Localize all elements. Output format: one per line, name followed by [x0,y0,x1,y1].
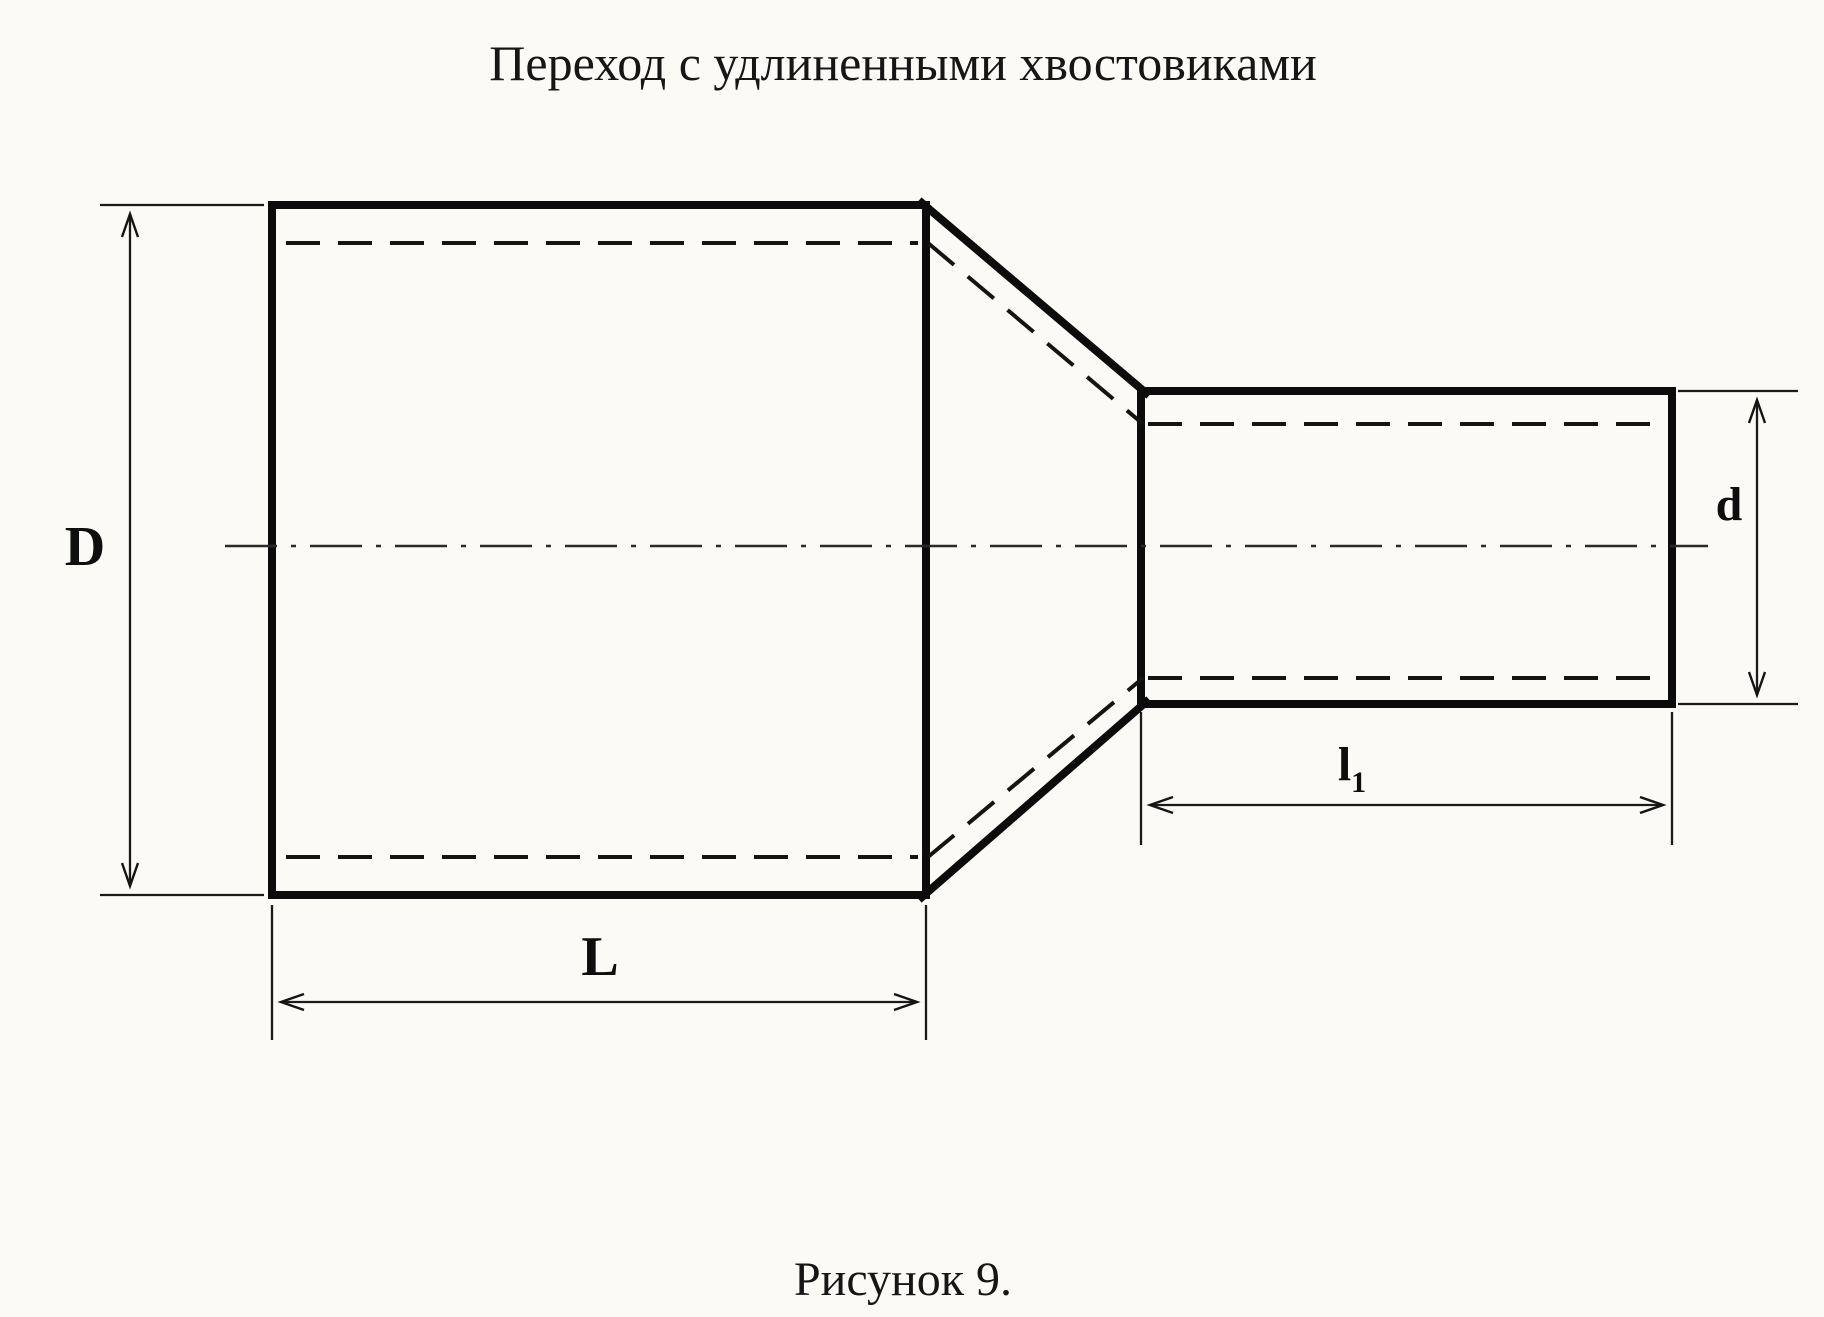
dim-l1-label: l1 [1338,738,1366,799]
hidden-line-cone-bottom [926,676,1145,859]
dim-l1-label-base: l [1338,738,1351,791]
reducer-outline [268,197,1676,903]
dimension-d: d [1678,389,1798,706]
dim-d-label: d [1716,478,1743,531]
cone-top-edge [916,197,1152,399]
small-cylinder-outline [1137,387,1676,708]
hidden-lines [286,241,1666,859]
dimension-L: L [270,905,928,1040]
dimension-l1: l1 [1139,712,1674,845]
cone-bottom-edge [916,696,1152,903]
figure-title: Переход с удлиненными хвостовиками [489,35,1316,91]
dim-D-label: D [65,516,105,578]
hidden-line-cone-top [926,241,1145,426]
dimension-D: D [65,203,264,897]
large-cylinder-outline [268,201,930,899]
dim-L-label: L [581,926,618,988]
dim-l1-label-subscript: 1 [1351,766,1366,799]
figure-caption: Рисунок 9. [794,1253,1012,1306]
